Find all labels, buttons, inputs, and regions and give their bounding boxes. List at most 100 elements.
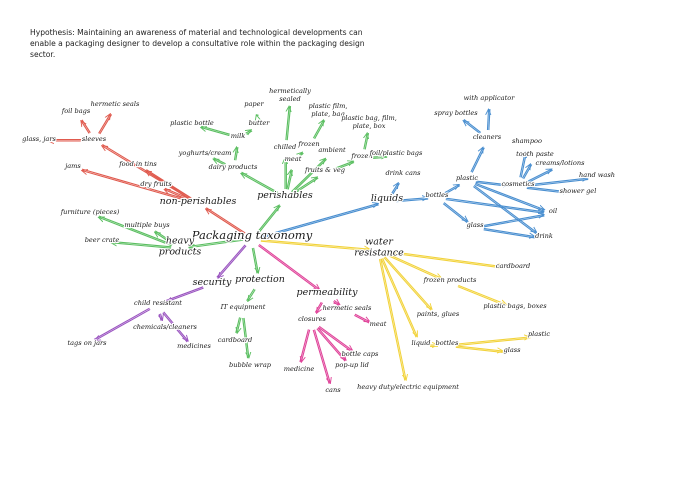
edge-root-to-permeability: [258, 243, 320, 289]
edge-child_resistant-to-tags_on_jars: [95, 308, 151, 340]
edge-cosmetics-to-shampoo: [519, 152, 525, 178]
node-bubble-wrap: bubble wrap: [229, 361, 272, 369]
node-chilled: chilled: [274, 143, 296, 151]
edge-cleaners-to-with_applicator: [487, 109, 488, 131]
node-security: security: [193, 277, 232, 288]
node-dry-fruits: dry fruits: [140, 180, 172, 188]
node-spray-bottles: spray bottles: [434, 109, 478, 117]
edge-cleaners-to-spray_bottles: [463, 118, 482, 133]
edge-cosmetics-to-hand_wash: [527, 178, 589, 187]
node-glass-l: glass: [466, 221, 484, 229]
edge-root-to-perishables: [258, 205, 281, 234]
node-fruits-veg: fruits & veg: [304, 166, 345, 174]
edge-it_equipment-to-cardboard_p: [235, 317, 241, 334]
node-multiple-buys: multiple buys: [124, 221, 170, 229]
node-frozen-products: frozen products: [423, 276, 477, 284]
edge-child_resistant-to-chemicals: [158, 313, 162, 321]
edge-water_resistance-to-liquid: [380, 258, 417, 338]
node-cardboard-p: cardboard: [218, 336, 253, 344]
edge-liquids-to-drink_cans: [392, 183, 400, 195]
edge-closures-to-bottle_caps: [318, 325, 352, 350]
node-frozen1: frozen: [297, 140, 319, 148]
node-it-equipment: IT equipment: [220, 303, 266, 311]
edge-dairy-to-yoghurts: [213, 157, 226, 165]
node-plastic-film: plastic film,plate, bag: [308, 102, 347, 118]
node-perishables: perishables: [257, 190, 313, 201]
edge-liquids-to-drink_cans: [391, 183, 399, 194]
node-furniture: furniture (pieces): [60, 208, 120, 216]
edge-perishables-to-dairy: [241, 173, 278, 195]
node-yoghurts: yoghurts/cream: [178, 149, 232, 157]
edge-frozen1-to-plastic_film: [312, 120, 323, 139]
node-creams: creams/lotions: [536, 159, 586, 167]
edge-closures-to-cans: [312, 329, 330, 384]
edge-bottles-to-plastic_l: [445, 185, 461, 195]
node-dairy: dairy products: [209, 163, 258, 171]
edge-plastic_l-to-cosmetics: [475, 180, 509, 185]
edge-chilled-to-hermetically_sealed: [286, 106, 292, 141]
edge-glass_l-to-drink: [483, 229, 535, 239]
edge-plastic_l-to-cosmetics: [475, 181, 509, 187]
node-protection: protection: [235, 274, 285, 285]
edge-water_resistance-to-frozen_products: [386, 253, 442, 279]
node-cardboard-w: cardboard: [496, 262, 531, 270]
node-cleaners: cleaners: [473, 133, 502, 141]
node-bottle-caps: bottle caps: [342, 350, 379, 358]
edge-child_resistant-to-medicines: [163, 311, 188, 341]
node-liquids: liquids: [371, 193, 403, 204]
edge-root-to-security: [216, 244, 246, 278]
edge-fruits_veg-to-frozen2: [333, 161, 353, 170]
edge-cosmetics-to-shower_gel: [526, 186, 569, 192]
node-chemicals: chemicals/cleaners: [133, 323, 197, 331]
edge-nonperish-to-jams: [81, 168, 190, 201]
edge-bottles-to-glass_l: [443, 202, 468, 222]
edge-root-to-protection: [251, 248, 258, 274]
edge-cosmetics-to-creams: [525, 169, 552, 183]
edge-milk-to-butter: [246, 130, 253, 135]
edge-root-to-security: [218, 245, 247, 278]
edge-security-to-child_resistant: [165, 286, 204, 302]
node-foil-plastic-bags: foil/plastic bags: [369, 149, 423, 157]
node-meat2: meat: [370, 320, 387, 328]
node-glass-jars: glass, jars: [22, 135, 56, 143]
edge-meat-to-frozen1: [300, 152, 304, 157]
edge-frozen2-to-plastic_bag_film: [364, 132, 370, 150]
edge-root-to-liquids: [260, 204, 379, 239]
edge-closures-to-medicine: [301, 329, 311, 363]
edge-heavy-to-furniture: [98, 215, 173, 245]
edge-permeability-to-closures: [316, 302, 323, 313]
edge-perishables-to-fruits_veg: [293, 177, 319, 195]
edge-cosmetics-to-creams: [526, 169, 553, 184]
node-drink-cans: drink cans: [385, 169, 421, 177]
edge-child_resistant-to-medicines: [162, 312, 188, 343]
edge-cosmetics-to-tooth_paste: [521, 164, 530, 179]
edge-nonperish-to-sleeves: [102, 146, 191, 200]
node-shower-gel: shower gel: [560, 187, 597, 195]
node-closures: closures: [298, 315, 326, 323]
edge-closures-to-pop_up_lid: [316, 328, 346, 362]
edge-perishables-to-dairy: [241, 171, 279, 193]
edge-frozen_products-to-plastic_bags_boxes: [457, 286, 507, 307]
edge-perishables-to-ambient: [291, 158, 325, 193]
edge-it_equipment-to-bubble_wrap: [242, 318, 249, 359]
node-meat: meat: [285, 155, 302, 163]
node-beer-crate: beer crate: [85, 236, 120, 244]
edge-perishables-to-ambient: [292, 158, 327, 194]
edge-cosmetics-to-hand_wash: [526, 178, 588, 186]
node-bottles-w: bottles: [436, 339, 460, 347]
edge-it_equipment-to-cardboard_p: [237, 317, 241, 334]
edge-frozen_products-to-plastic_bags_boxes: [458, 284, 506, 304]
node-plastic-w: plastic: [528, 330, 550, 338]
node-drink: drink: [535, 232, 553, 240]
edge-bottles-to-oil: [445, 199, 544, 214]
node-medicines: medicines: [177, 342, 211, 350]
edge-bottles_w-to-plastic_w: [455, 337, 530, 345]
edge-water_resistance-to-cardboard_w: [387, 252, 504, 269]
node-paints: paints, glues: [417, 310, 460, 318]
edge-sleeves-to-foil_bags: [81, 121, 90, 134]
edge-hermetic_seals2-to-meat2: [354, 314, 370, 324]
node-cosmetics: cosmetics: [501, 180, 535, 188]
edge-root-to-perishables: [257, 205, 280, 233]
edge-plastic_l-to-cleaners: [470, 147, 483, 173]
